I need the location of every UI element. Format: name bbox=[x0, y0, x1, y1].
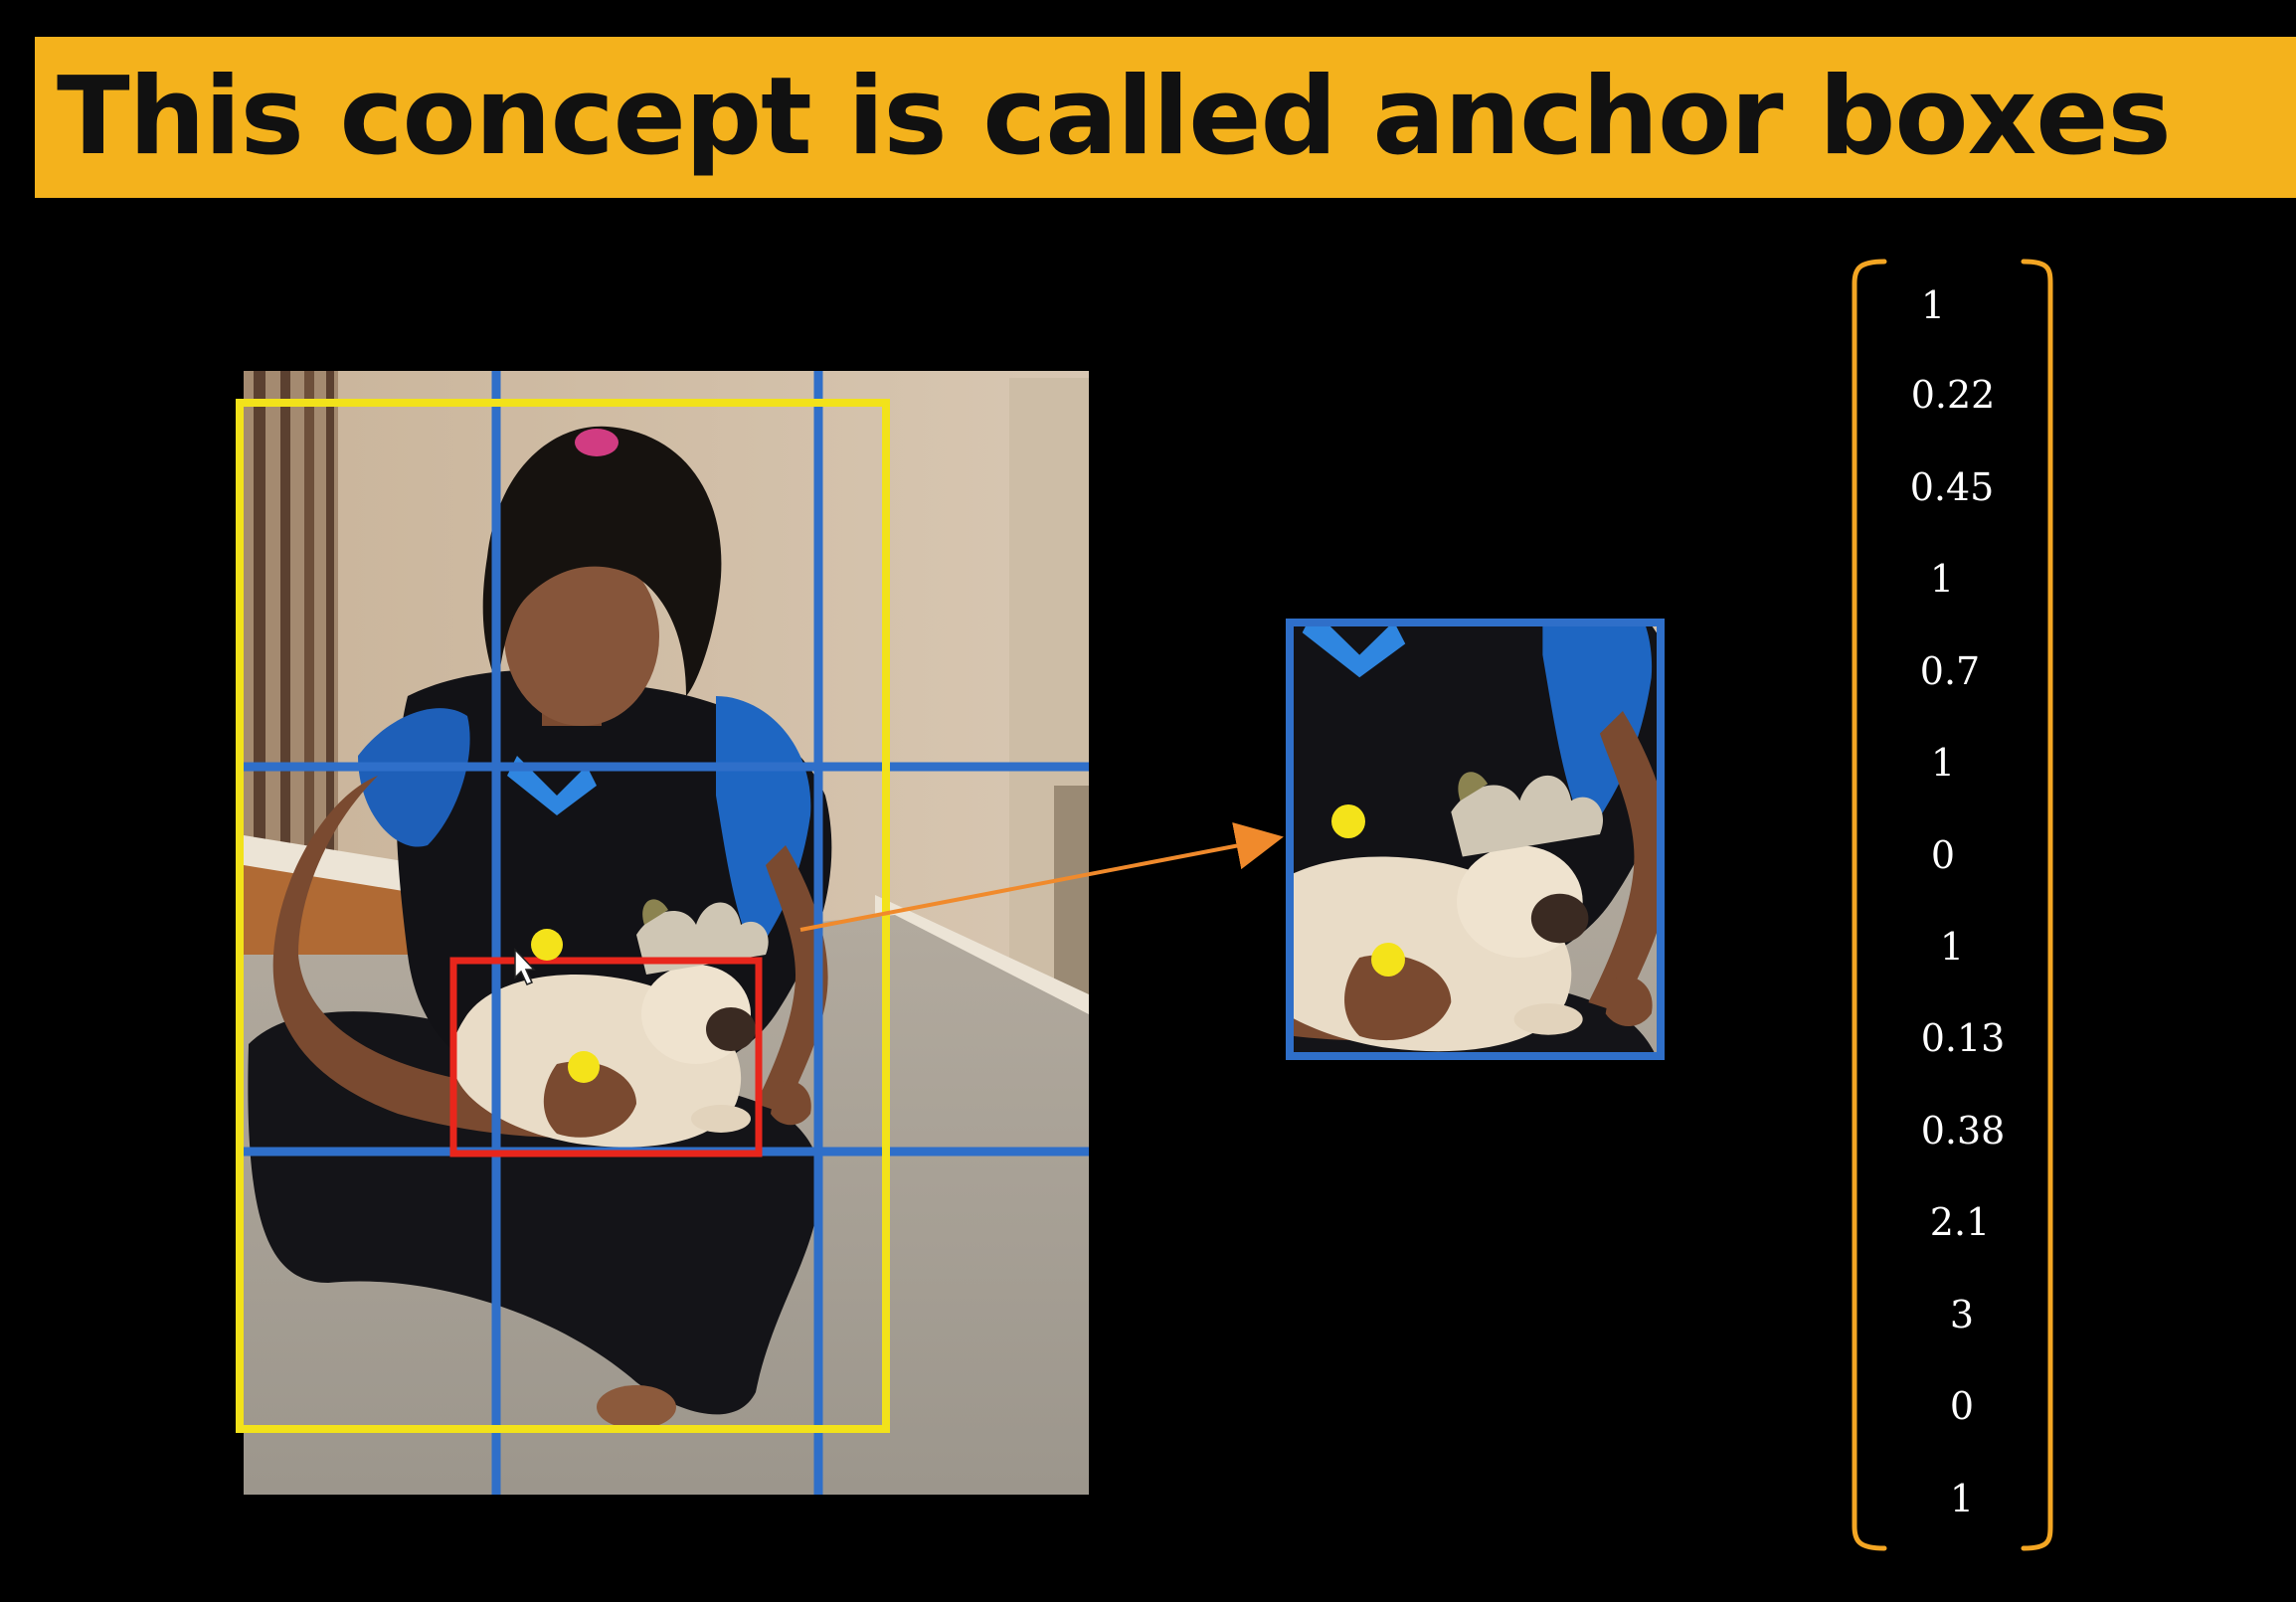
puppy-center-point bbox=[568, 1051, 600, 1083]
vector-value-12: 3 bbox=[1949, 1293, 1975, 1336]
zoomed-puppy-center-point bbox=[1371, 943, 1405, 977]
title-banner: This concept is called anchor boxes bbox=[35, 37, 2296, 198]
vector-value-10: 0.38 bbox=[1920, 1109, 2006, 1153]
anchor-box-wide bbox=[449, 957, 763, 1157]
anchor-box-tall bbox=[236, 399, 890, 1433]
vector-value-7: 0 bbox=[1930, 833, 1956, 877]
main-photo bbox=[244, 371, 1089, 1495]
vector-value-6: 1 bbox=[1930, 741, 1956, 785]
vector-value-2: 0.22 bbox=[1910, 373, 1996, 417]
zoomed-person-center-point bbox=[1331, 804, 1365, 838]
right-bracket bbox=[2021, 259, 2053, 1551]
vector-value-3: 0.45 bbox=[1909, 465, 1995, 509]
zoomed-grid-cell bbox=[1286, 619, 1665, 1060]
slide-title: This concept is called anchor boxes bbox=[57, 55, 2172, 179]
vector-value-14: 1 bbox=[1949, 1477, 1975, 1520]
vector-value-5: 0.7 bbox=[1919, 649, 1981, 693]
vector-value-8: 1 bbox=[1939, 925, 1965, 969]
vector-value-4: 1 bbox=[1929, 557, 1955, 601]
vector-value-1: 1 bbox=[1920, 283, 1946, 327]
output-vector-brackets bbox=[1852, 259, 2053, 1551]
person-center-point bbox=[531, 929, 563, 961]
mouse-pointer-icon bbox=[514, 948, 536, 985]
zoom-arrow bbox=[799, 821, 1284, 932]
left-bracket bbox=[1852, 259, 1887, 1551]
vector-value-11: 2.1 bbox=[1929, 1200, 1991, 1244]
zoomed-grid-cell-border bbox=[1286, 619, 1665, 1060]
vector-value-9: 0.13 bbox=[1920, 1016, 2006, 1060]
vector-value-13: 0 bbox=[1949, 1384, 1975, 1428]
